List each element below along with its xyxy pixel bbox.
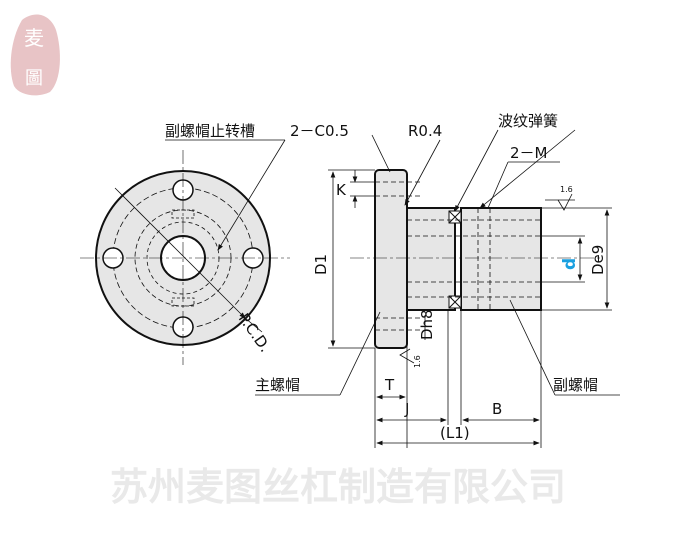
d-label: d bbox=[560, 258, 580, 270]
watermark: 苏州麦图丝杠制造有限公司 bbox=[110, 465, 566, 509]
wave-spring-label: 波纹弹簧 bbox=[498, 112, 558, 130]
de9-label: De9 bbox=[589, 245, 607, 275]
tap-label: 2－M bbox=[510, 144, 548, 162]
roughness-top-label: 1.6 bbox=[560, 185, 573, 194]
pcd-label: P.C.D. bbox=[235, 310, 274, 356]
seal-logo: 麦 圖 bbox=[10, 14, 60, 96]
d1-label: D1 bbox=[312, 254, 330, 275]
svg-text:麦: 麦 bbox=[24, 26, 44, 50]
anti-rotation-slot-label: 副螺帽止转槽 bbox=[165, 122, 255, 140]
roughness-bottom-label: 1.6 bbox=[413, 355, 422, 368]
radius-label: R0.4 bbox=[408, 122, 442, 140]
t-label: T bbox=[384, 376, 395, 394]
k-label: K bbox=[336, 181, 347, 199]
front-view bbox=[80, 139, 290, 365]
l1-label: (L1) bbox=[440, 424, 470, 442]
j-label: J bbox=[404, 400, 409, 418]
secondary-nut-label: 副螺帽 bbox=[553, 376, 598, 394]
dh8-label: Dh8 bbox=[418, 309, 436, 340]
svg-text:圖: 圖 bbox=[25, 68, 43, 89]
main-nut-label: 主螺帽 bbox=[255, 376, 300, 394]
side-view bbox=[255, 129, 620, 448]
chamfer-label: 2－C0.5 bbox=[290, 122, 349, 140]
b-label: B bbox=[492, 400, 502, 418]
